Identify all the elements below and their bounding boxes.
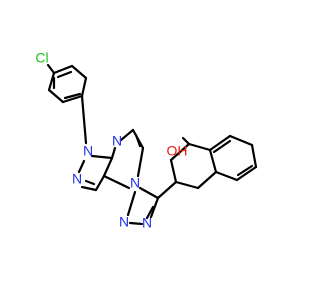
naphthol-ring-bond [169,142,191,162]
aryl-ring-bond [70,64,88,80]
triazole-inner-bond [145,205,155,220]
pyrimidine-bond [110,146,117,160]
bridgehead-nitrogen-atom-label: N [130,175,140,191]
triazole-bond [149,196,160,219]
chlorine-atom-label: Cl [35,50,48,66]
pyrazole-nitrogen-atom-label: N [72,171,82,187]
pyrazole-bond [90,154,114,160]
pyrazole-bond [94,174,106,192]
naphthol-ring-bond [174,180,200,190]
naphthol-inner-bond [212,139,232,154]
naphthol-ring-bond [228,134,254,147]
triazole-bond [126,190,137,217]
naphthol-ring-bond [235,165,258,182]
aryl-ring-bond [80,76,88,98]
naphthol-ring-bond [208,148,218,174]
naphthol-inner-bond [236,164,254,177]
naphthol-ring-bond [187,142,212,152]
biaryl-bond [156,180,178,200]
aryl-ring-bond [52,64,74,75]
aryl-ring-bond [47,88,65,104]
pyrazole-bond [77,159,86,174]
aryl-ring-bond [61,94,84,104]
triazole-bond [128,221,144,226]
c-cl-bond [46,63,56,75]
pyrazole-inner-bond [84,179,96,186]
pyrimidine-nitrogen-atom-label: N [112,133,122,149]
bond-layer [46,63,258,226]
pyrazole-bond [102,156,114,178]
pyrimidine-bond [102,174,131,190]
triazole-left-nitrogen-atom-label: N [119,214,129,230]
pyrimidine-inner-bond [134,133,142,148]
c-oh-bond [181,136,191,146]
naphthol-ring-bond [196,170,218,190]
naphthol-ring-bond [250,143,258,169]
pyrazole-bond [80,185,98,192]
naphthol-ring-bond [169,158,178,184]
aryl-ring-inner-bond [56,70,73,79]
naphthol-ring-bond [214,170,239,182]
aryl-nitrogen-atom-label: N [83,143,93,159]
molecule-structure-diagram: Cl OH N N N N N N [35,50,258,231]
pyrimidine-bond [119,128,135,142]
triazole-right-nitrogen-atom-label: N [142,215,152,231]
aryl-ring-bond [47,71,56,92]
pyrimidine-bond [136,146,145,178]
hydroxyl-group-label: OH [167,143,188,159]
naphthol-ring-bond [208,134,232,152]
aryl-ring-inner-bond [63,92,82,100]
aryl-n-bond [80,94,88,145]
triazole-bond [138,186,160,200]
